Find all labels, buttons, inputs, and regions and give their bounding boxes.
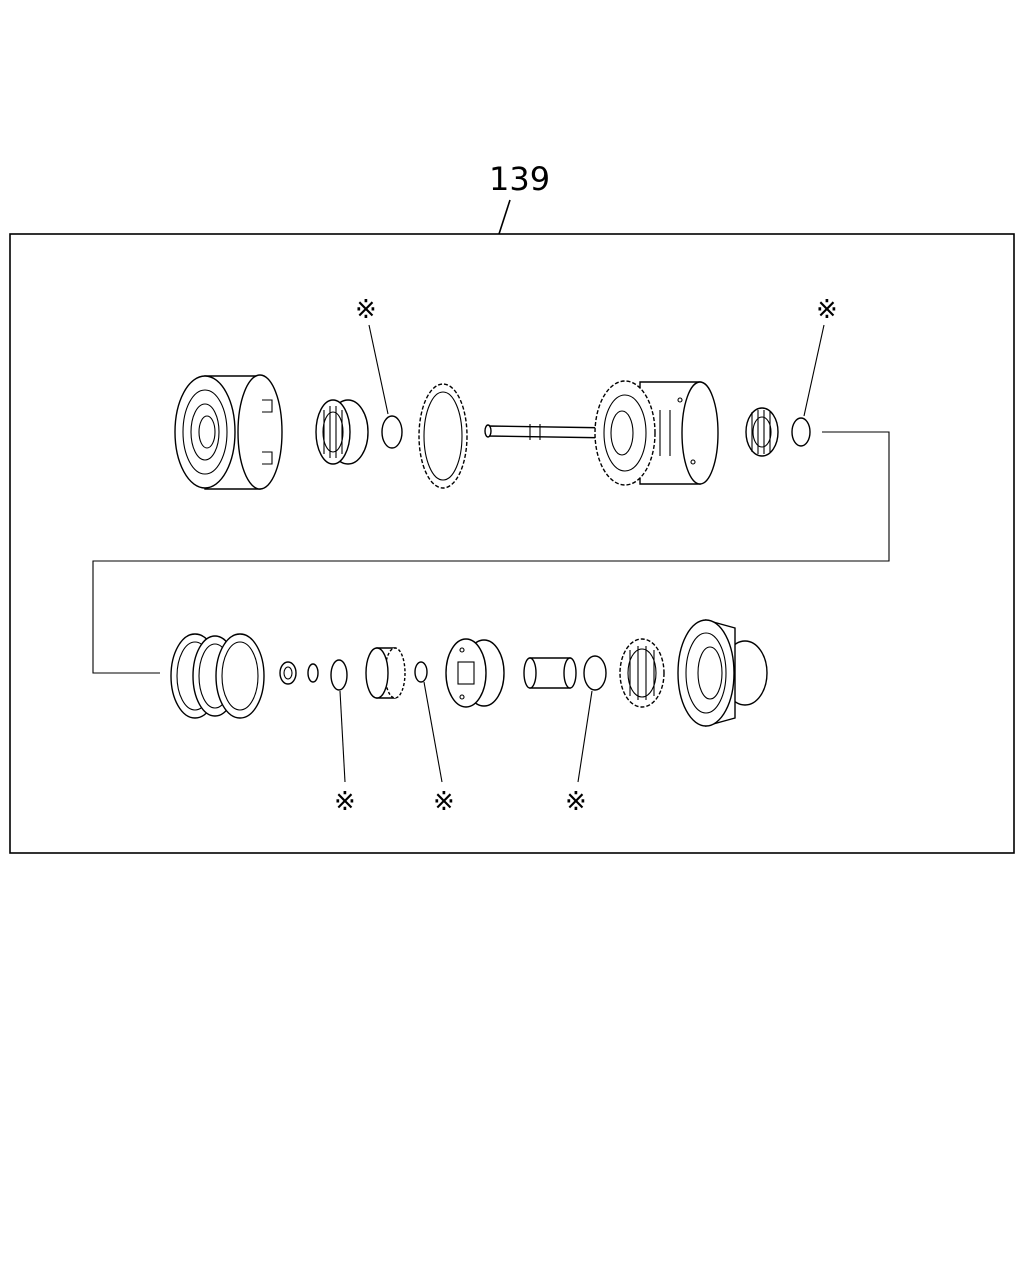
clutch-plate-stack [170, 633, 265, 719]
assembly-number: 139 [489, 160, 550, 198]
roller-bearing-bottom [619, 638, 665, 708]
assembly-frame [9, 233, 1015, 854]
roller-bearing-top [745, 407, 779, 457]
asterisk-mark-4: ※ [433, 787, 455, 817]
o-ring-5 [583, 655, 607, 691]
small-bushing [279, 661, 297, 685]
gear-housing [594, 380, 719, 486]
asterisk-leader-4 [423, 681, 443, 783]
sun-gear [365, 647, 406, 699]
sleeve [523, 657, 577, 689]
asterisk-leader-3 [339, 690, 346, 783]
asterisk-leader-1 [368, 324, 389, 415]
asterisk-mark-2: ※ [816, 295, 838, 325]
assembly-leader-line [498, 199, 511, 235]
output-drum [677, 619, 768, 727]
thrust-washer [307, 663, 319, 683]
asterisk-mark-1: ※ [355, 295, 377, 325]
o-ring-4 [414, 661, 428, 683]
row-connector-line [92, 431, 890, 674]
asterisk-mark-3: ※ [334, 787, 356, 817]
o-ring-2 [791, 417, 811, 447]
o-ring-1 [381, 415, 403, 449]
clutch-drum [174, 374, 283, 490]
sprag-clutch [315, 399, 369, 465]
planetary-carrier [445, 638, 505, 708]
asterisk-leader-5 [577, 690, 593, 783]
asterisk-mark-5: ※ [565, 787, 587, 817]
o-ring-3 [330, 659, 348, 691]
friction-plate [418, 383, 468, 489]
asterisk-leader-2 [803, 324, 825, 417]
